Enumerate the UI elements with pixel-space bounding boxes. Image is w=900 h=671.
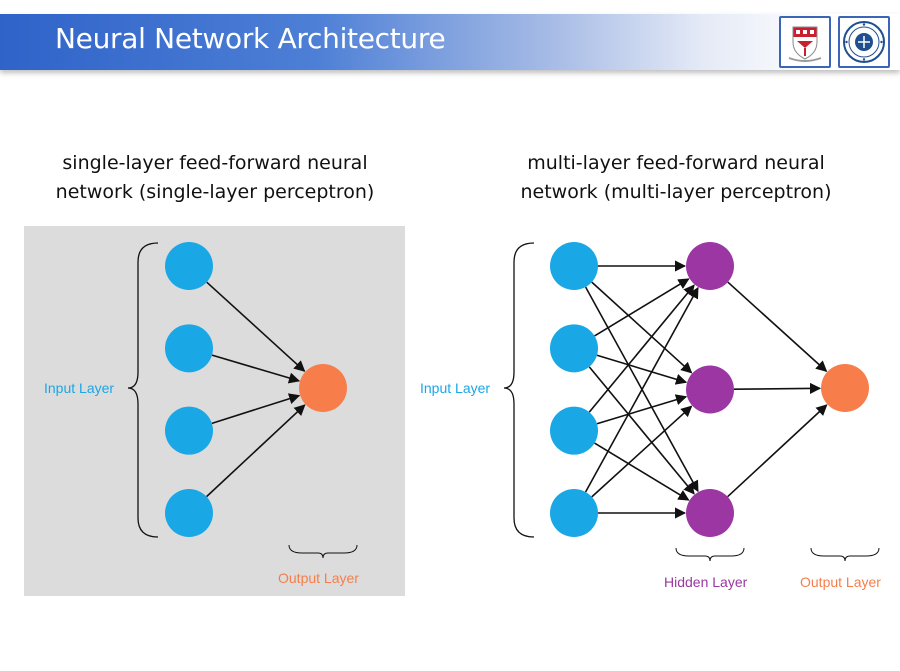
right-caption-line-1: multi-layer feed-forward neural (527, 152, 825, 174)
right-hidden-brace (675, 547, 745, 562)
left-input-node-2 (165, 324, 213, 373)
right-input-hidden-edge-3-1 (588, 284, 695, 413)
page-title: Neural Network Architecture (55, 22, 446, 55)
left-diagram-caption: single-layer feed-forward neural network… (15, 149, 415, 207)
right-input-hidden-edge-2-3 (588, 366, 695, 495)
left-nodes (165, 242, 347, 537)
right-hidden-output-edge-1-1 (727, 281, 828, 372)
right-caption-line-2: network (multi-layer perceptron) (520, 181, 832, 203)
right-input-node-4 (550, 489, 598, 537)
right-input-layer-label: Input Layer (420, 380, 491, 396)
right-hidden-output-edge-2-1 (733, 382, 822, 394)
right-hidden-node-2 (686, 365, 734, 414)
right-hidden-node-3 (686, 489, 734, 537)
left-caption-line-1: single-layer feed-forward neural (62, 152, 368, 174)
right-input-node-2 (550, 324, 598, 373)
left-input-output-edge-3-1 (211, 393, 301, 425)
left-output-layer-label: Output Layer (278, 570, 359, 586)
right-output-layer-label: Output Layer (800, 574, 881, 590)
right-input-node-1 (550, 242, 598, 290)
left-input-brace (127, 242, 159, 538)
right-input-hidden-edge-4-2 (591, 405, 693, 498)
left-input-output-edge-1-1 (206, 281, 306, 372)
right-input-hidden-edge-3-3 (594, 442, 690, 501)
left-caption-line-2: network (single-layer perceptron) (55, 181, 375, 203)
right-edges (584, 260, 828, 519)
header-bar (0, 14, 900, 70)
left-input-node-1 (165, 242, 213, 290)
left-input-output-edge-4-1 (206, 404, 306, 498)
right-hidden-output-edge-3-1 (727, 404, 828, 498)
left-edges (206, 281, 306, 498)
right-hidden-layer-label: Hidden Layer (664, 574, 748, 590)
right-input-brace (503, 242, 535, 538)
left-output-brace (288, 544, 358, 559)
university-seal-logo (838, 16, 890, 68)
right-hidden-node-1 (686, 242, 734, 290)
right-input-node-3 (550, 406, 598, 455)
right-input-hidden-edge-1-2 (591, 281, 693, 374)
left-input-node-3 (165, 406, 213, 455)
right-nodes (550, 242, 869, 537)
left-output-node-1 (299, 364, 347, 412)
left-diagram-panel (24, 226, 405, 596)
right-output-brace (810, 547, 880, 562)
right-output-node-1 (821, 364, 869, 412)
left-input-output-edge-2-1 (211, 354, 301, 384)
right-input-hidden-edge-4-1 (584, 286, 699, 493)
right-diagram-caption: multi-layer feed-forward neural network … (476, 149, 876, 207)
right-input-hidden-edge-3-2 (596, 394, 688, 425)
left-input-layer-label: Input Layer (44, 380, 115, 396)
right-input-hidden-edge-2-1 (594, 278, 690, 337)
university-crest-logo (779, 16, 831, 68)
left-input-node-4 (165, 489, 213, 537)
right-input-hidden-edge-2-2 (596, 354, 688, 385)
